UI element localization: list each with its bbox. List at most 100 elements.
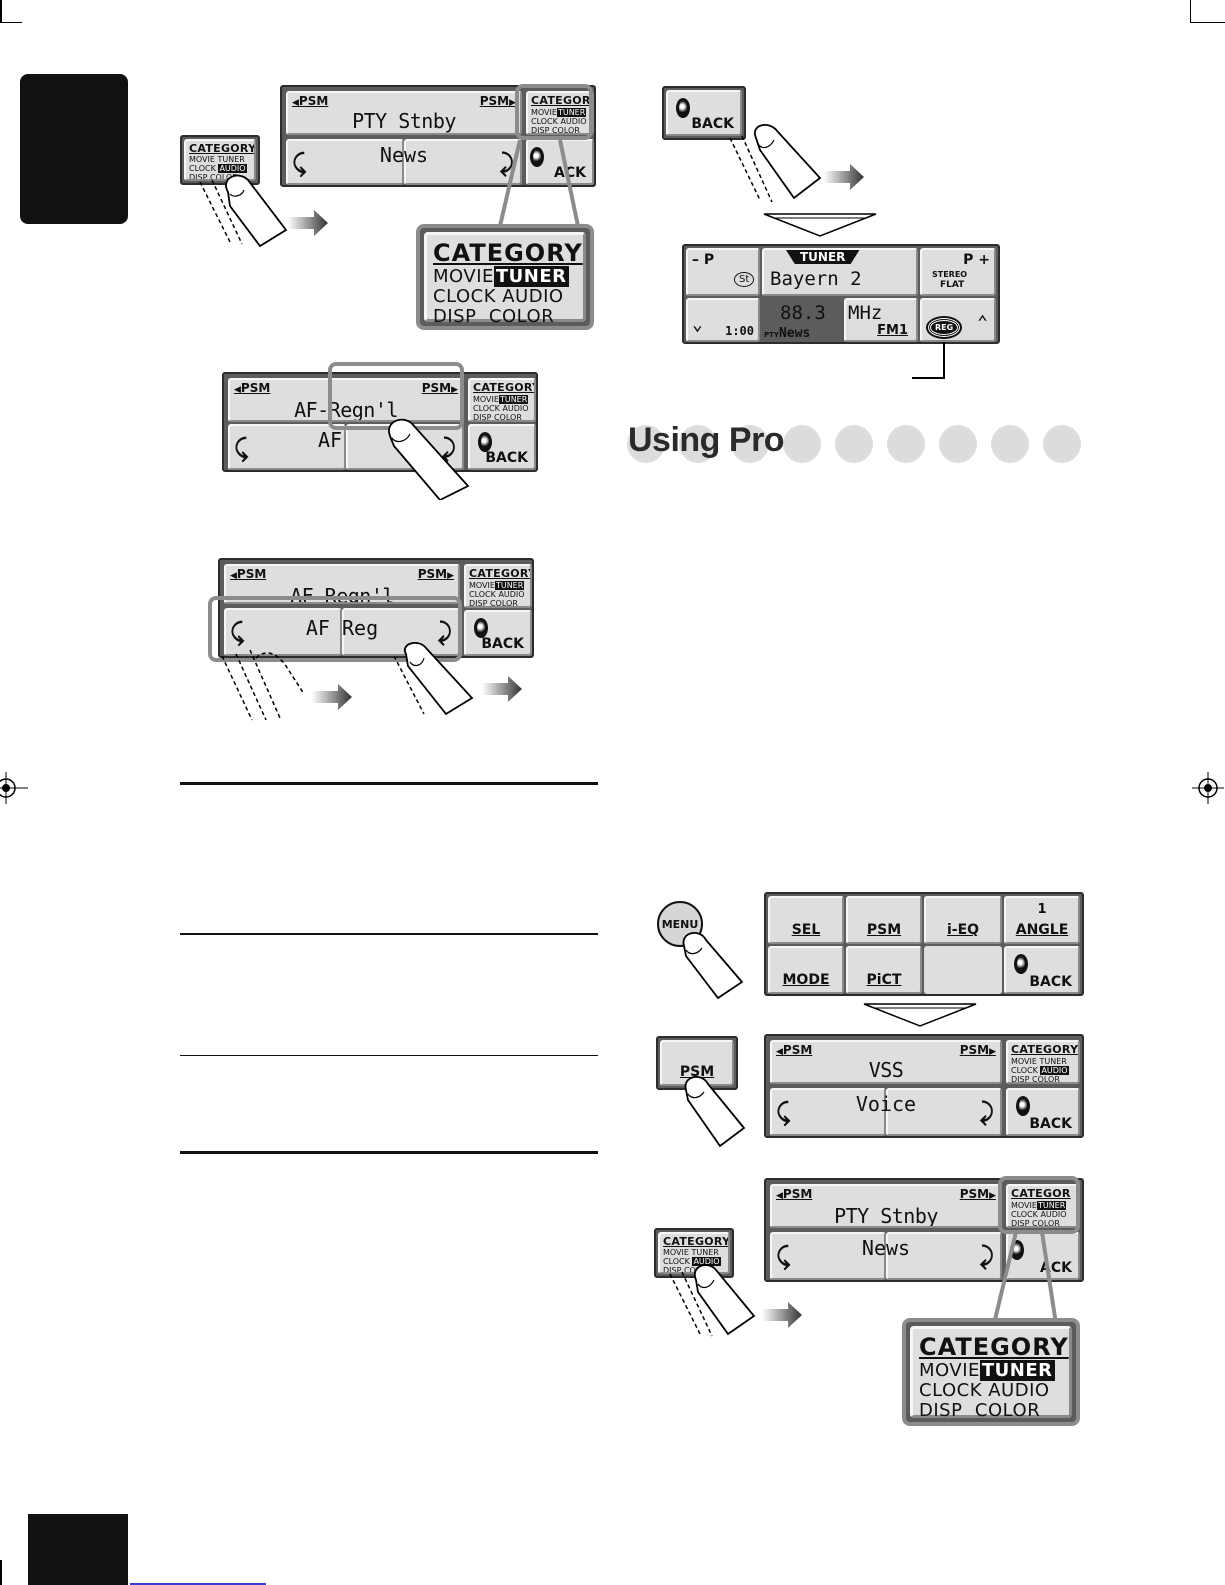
- table-rule: [180, 1055, 598, 1056]
- category-cell[interactable]: CATEGORY MOVIE TUNER CLOCK AUDIO DISP CO…: [1006, 1040, 1080, 1084]
- pty-standby-text: PTY Stnby: [352, 109, 456, 133]
- knob-icon: [478, 432, 492, 452]
- curved-arrow-right-icon: ⤸: [979, 1098, 994, 1126]
- curved-arrow-right-icon: ⤸: [441, 434, 456, 462]
- back-cell[interactable]: BACK: [468, 424, 536, 470]
- af-text: AF: [318, 428, 343, 452]
- preset-up-cell[interactable]: P + STEREO FLAT: [920, 248, 996, 296]
- seek-up-cell[interactable]: REG ⌃: [920, 298, 996, 342]
- seek-left-cell[interactable]: ⤹: [770, 1088, 886, 1136]
- heading-dot: [627, 425, 665, 463]
- finger-icon: [669, 1264, 756, 1337]
- seek-left-cell[interactable]: ⤹: [228, 424, 346, 470]
- back-cell[interactable]: BACK: [1006, 1088, 1080, 1136]
- crop-mark-bottom-left: [0, 1560, 2, 1585]
- category-highlight-frame: [515, 84, 593, 140]
- category-cell[interactable]: CATEGOR MOVIETUNER CLOCK AUDIO DISP COLO…: [1006, 1184, 1080, 1228]
- angle-button[interactable]: 1 ANGLE: [1004, 896, 1080, 944]
- vss-text: VSS: [868, 1058, 904, 1082]
- seek-left-cell[interactable]: ⤹: [770, 1232, 886, 1280]
- psm-top-cell[interactable]: ◀PSM PSM▶ VSS: [770, 1040, 1002, 1084]
- station-cell[interactable]: TUNER Bayern 2: [762, 248, 918, 296]
- section-heading: Using Pro: [628, 421, 785, 459]
- band-cell[interactable]: MHz FM1: [844, 298, 918, 342]
- af-regnl-text: AF-Regn'l: [294, 398, 398, 422]
- page-number-tab: [28, 1514, 128, 1585]
- knob-icon: [530, 147, 544, 167]
- crop-mark-top-right: [1190, 22, 1225, 23]
- seek-right-cell[interactable]: ⤸: [886, 1088, 1002, 1136]
- seek-right-cell[interactable]: ⤸: [404, 139, 522, 185]
- curved-arrow-right-icon: ⤸: [437, 618, 452, 646]
- heading-dot: [731, 425, 769, 463]
- curved-arrow-right-icon: ⤸: [499, 149, 514, 177]
- finger-icon: [388, 418, 470, 500]
- table-rule: [180, 933, 598, 935]
- curved-arrow-right-icon: ⤸: [979, 1242, 994, 1270]
- finger-icon: [393, 641, 474, 716]
- display-panel-vss: ◀PSM PSM▶ VSS ⤹ ⤸ Voice CATEGORY MOVIE T…: [764, 1034, 1084, 1138]
- stereo-st-icon: St: [734, 272, 755, 287]
- chevron-down-icon: ⌄: [692, 314, 703, 335]
- pty-standby-text: PTY Stnby: [834, 1204, 938, 1228]
- back-cell[interactable]: ACK: [526, 139, 594, 185]
- arrow-right-icon: [824, 164, 864, 190]
- category-cell[interactable]: CATEGOR MOVIETUNER CLOCK AUDIO DISP COLO…: [526, 91, 594, 135]
- curved-arrow-left-icon: ⤹: [292, 149, 307, 177]
- heading-dot: [939, 425, 977, 463]
- psm-button[interactable]: PSM: [846, 896, 922, 944]
- arrow-right-icon: [312, 684, 352, 710]
- category-cell[interactable]: CATEGORY MOVIETUNER CLOCK AUDIO DISP COL…: [464, 564, 532, 608]
- heading-dot: [783, 425, 821, 463]
- arrow-down-hollow-icon: [763, 213, 877, 237]
- psm-top-cell[interactable]: ◀PSM PSM▶ PTY Stnby: [286, 91, 522, 135]
- seek-left-cell[interactable]: ⤹: [286, 139, 404, 185]
- arrow-right-icon: [762, 1302, 802, 1328]
- frequency-readout: 88.3: [780, 302, 826, 324]
- knob-icon: [1014, 954, 1028, 974]
- arrow-down-hollow-icon: [863, 1003, 977, 1027]
- heading-dot: [991, 425, 1029, 463]
- mode-button[interactable]: MODE: [768, 946, 844, 994]
- news-text: News: [861, 1236, 911, 1260]
- back-cell[interactable]: BACK: [464, 610, 532, 656]
- tuner-display-panel: – P St TUNER Bayern 2 P + STEREO FLAT ⌄ …: [682, 244, 1000, 344]
- language-side-tab: [20, 74, 128, 224]
- voice-text: Voice: [855, 1092, 917, 1116]
- back-cell[interactable]: BACK: [1004, 946, 1080, 994]
- category-cell[interactable]: CATEGORY MOVIETUNER CLOCK AUDIO DISP COL…: [468, 378, 536, 422]
- category-button-small[interactable]: CATEGORY MOVIE TUNER CLOCK AUDIO DISP CO…: [180, 135, 260, 185]
- arrow-right-icon: [482, 676, 522, 702]
- finger-icon: [729, 124, 822, 203]
- knob-icon: [1016, 1096, 1030, 1116]
- finger-icon: [221, 649, 305, 721]
- seek-right-cell[interactable]: ⤸: [886, 1232, 1002, 1280]
- seek-highlight-frame: [208, 596, 462, 662]
- news-text: News: [379, 143, 429, 167]
- seek-down-cell[interactable]: ⌄ 1:00: [686, 298, 760, 342]
- pict-button[interactable]: PiCT: [846, 946, 922, 994]
- display-panel-af-reg: ◀PSM PSM▶ AF-Regn'l ⤹ ⤸ AF Reg CATEGORY …: [218, 558, 534, 658]
- heading-dot: [679, 425, 717, 463]
- menu-display-panel: SEL PSM i-EQ 1 ANGLE MODE PiCT BACK: [764, 892, 1084, 996]
- finger-icon: [682, 932, 744, 1000]
- menu-button-label: MENU: [661, 918, 699, 931]
- psm-top-cell[interactable]: ◀PSM PSM▶ AF-Regn'l: [228, 378, 464, 422]
- tuner-tab: TUNER: [786, 250, 860, 264]
- preset-down-cell[interactable]: – P St: [686, 248, 760, 296]
- crop-mark-top-left: [0, 0, 2, 22]
- sel-button[interactable]: SEL: [768, 896, 844, 944]
- pty-news-area: PTYNews: [764, 326, 811, 341]
- curved-arrow-left-icon: ⤹: [230, 618, 245, 646]
- seek-left-cell[interactable]: ⤹: [224, 608, 342, 656]
- psm-top-cell[interactable]: ◀PSM PSM▶ PTY Stnby: [770, 1184, 1002, 1228]
- footer-link-underline[interactable]: [130, 1583, 266, 1585]
- category-button-small[interactable]: CATEGORY MOVIE TUNER CLOCK AUDIO DISP CO…: [654, 1228, 734, 1278]
- ieq-button[interactable]: i-EQ: [924, 896, 1002, 944]
- table-rule-bottom: [180, 1151, 598, 1154]
- table-rule-top: [180, 782, 598, 785]
- reg-indicator-icon: REG: [925, 316, 963, 339]
- back-button-large[interactable]: BACK: [662, 86, 746, 140]
- empty-slot: [924, 946, 1002, 994]
